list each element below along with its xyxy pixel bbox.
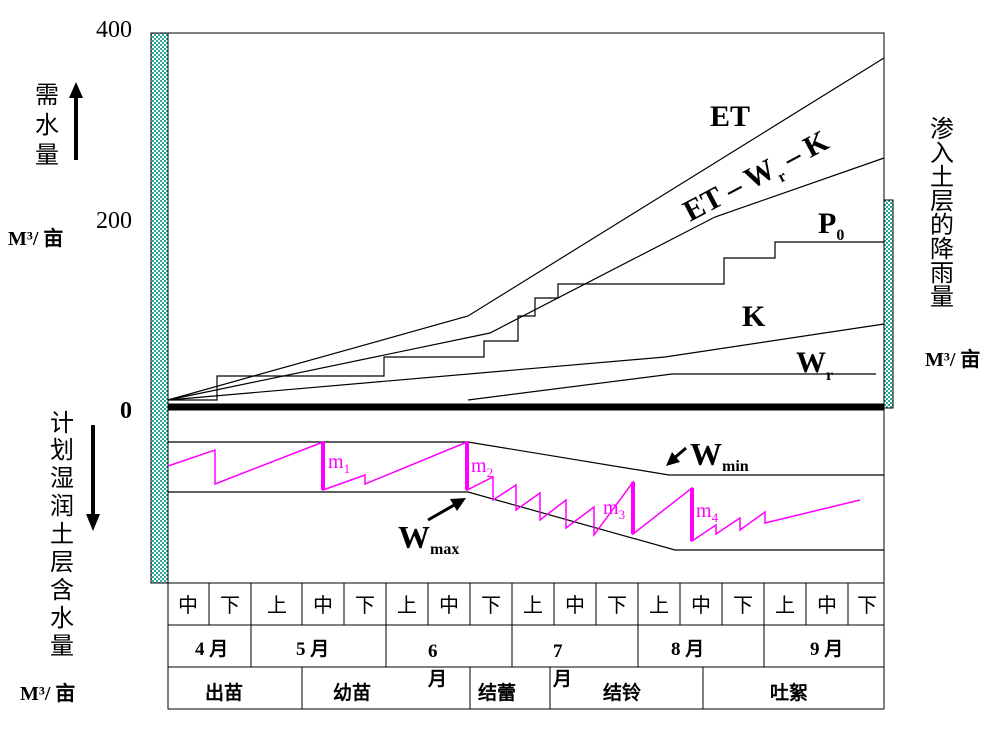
tick-400: 400 xyxy=(96,17,132,43)
period-cell: 下 xyxy=(355,595,375,617)
wmax-line xyxy=(168,491,884,551)
right-label-2: 入 xyxy=(930,141,954,167)
month-cell: 9 月 xyxy=(810,639,843,660)
stage-cell: 出苗 xyxy=(205,681,243,704)
period-cell: 下 xyxy=(481,595,501,617)
period-cell: 中 xyxy=(817,594,837,617)
right-hatched-bar xyxy=(883,199,894,409)
arrow-down-icon xyxy=(86,514,100,531)
period-cell: 下 xyxy=(857,595,877,617)
left-hatched-bar xyxy=(150,32,169,584)
period-cell: 上 xyxy=(775,594,795,617)
stage-cell: 结蕾 xyxy=(478,681,516,704)
label-wmin: Wmin xyxy=(690,436,749,475)
k-line xyxy=(167,323,885,401)
wr-line xyxy=(467,373,876,401)
right-label-3: 土 xyxy=(930,164,954,191)
irrigation-label-m1: m1 xyxy=(328,451,350,476)
left-label-lower-3: 湿 xyxy=(50,465,74,492)
label-wr: Wr xyxy=(796,346,833,384)
period-cell: 中 xyxy=(178,594,198,617)
stage-cell: 吐絮 xyxy=(770,681,808,704)
left-label-lower-7: 含 xyxy=(50,577,74,604)
period-cell: 中 xyxy=(439,594,459,617)
soil-water-sawtooth xyxy=(167,440,861,543)
left-unit-bottom: M³/ 亩 xyxy=(20,681,75,705)
wmin-arrow-icon xyxy=(666,452,680,466)
left-label-lower-5: 土 xyxy=(50,521,74,548)
chart-frame xyxy=(167,32,885,584)
irrigation-label-m4: m4 xyxy=(696,500,719,525)
left-label-upper-3: 量 xyxy=(35,143,59,169)
right-label-1: 渗 xyxy=(930,116,954,143)
right-label-6: 降 xyxy=(930,236,954,263)
period-cell: 中 xyxy=(565,594,585,617)
label-wmax: Wmax xyxy=(398,519,459,558)
month-cell: 4 月 xyxy=(195,639,228,660)
et-line xyxy=(167,57,885,401)
growth-table: 中 下 上 中 下 上 中 下 上 中 下 上 中 下 上 中 下 4 月 5 … xyxy=(167,582,885,710)
label-et-wr-k: ET – Wr – K xyxy=(678,124,837,233)
period-cell: 中 xyxy=(691,594,711,617)
period-cell: 下 xyxy=(220,595,240,617)
month-overflow: 月 xyxy=(427,669,447,690)
period-cell: 上 xyxy=(267,594,287,617)
irrigation-label-m2: m2 xyxy=(471,455,493,480)
left-label-lower-9: 量 xyxy=(50,634,74,660)
left-label-lower-8: 水 xyxy=(50,605,74,632)
period-cell: 下 xyxy=(607,595,627,617)
period-cell: 下 xyxy=(733,595,753,617)
et-wr-k-line xyxy=(167,157,885,401)
irrigation-label-m3: m3 xyxy=(603,497,625,522)
left-unit-top: M³/ 亩 xyxy=(8,226,63,250)
label-k: K xyxy=(742,300,766,333)
right-label-5: 的 xyxy=(930,212,954,239)
right-unit: M³/ 亩 xyxy=(925,347,980,371)
left-label-upper-1: 需 xyxy=(35,83,59,109)
month-overflow: 月 xyxy=(552,669,572,690)
stage-cell: 结铃 xyxy=(603,681,641,704)
month-cell: 8 月 xyxy=(671,639,704,660)
left-label-lower-2: 划 xyxy=(50,437,74,464)
label-p0: P0 xyxy=(818,207,844,244)
left-label-upper-2: 水 xyxy=(35,112,59,139)
arrow-up-icon xyxy=(69,82,83,98)
wmax-arrow-shaft xyxy=(427,502,457,522)
right-label-7: 雨 xyxy=(930,261,954,287)
svg-text:ET – Wr – K: ET – Wr – K xyxy=(678,124,837,233)
month-cell: 5 月 xyxy=(296,639,329,660)
month-cell: 6 xyxy=(428,641,438,662)
tick-0: 0 xyxy=(120,398,132,424)
left-label-lower-1: 计 xyxy=(50,410,74,437)
wmax-arrow-icon xyxy=(450,498,466,511)
left-label-lower-6: 层 xyxy=(50,550,74,576)
label-et: ET xyxy=(710,100,750,133)
tick-200: 200 xyxy=(96,208,132,234)
period-cell: 上 xyxy=(397,594,417,617)
period-cell: 上 xyxy=(649,594,669,617)
month-cell: 7 xyxy=(553,641,563,662)
wmin-line xyxy=(168,441,884,476)
left-label-lower-4: 润 xyxy=(50,493,74,520)
p0-step-line xyxy=(168,241,884,401)
stage-cell: 幼苗 xyxy=(333,681,371,704)
right-label-4: 层 xyxy=(930,189,954,215)
period-cell: 中 xyxy=(313,594,333,617)
period-cell: 上 xyxy=(523,594,543,617)
right-label-8: 量 xyxy=(930,285,954,311)
